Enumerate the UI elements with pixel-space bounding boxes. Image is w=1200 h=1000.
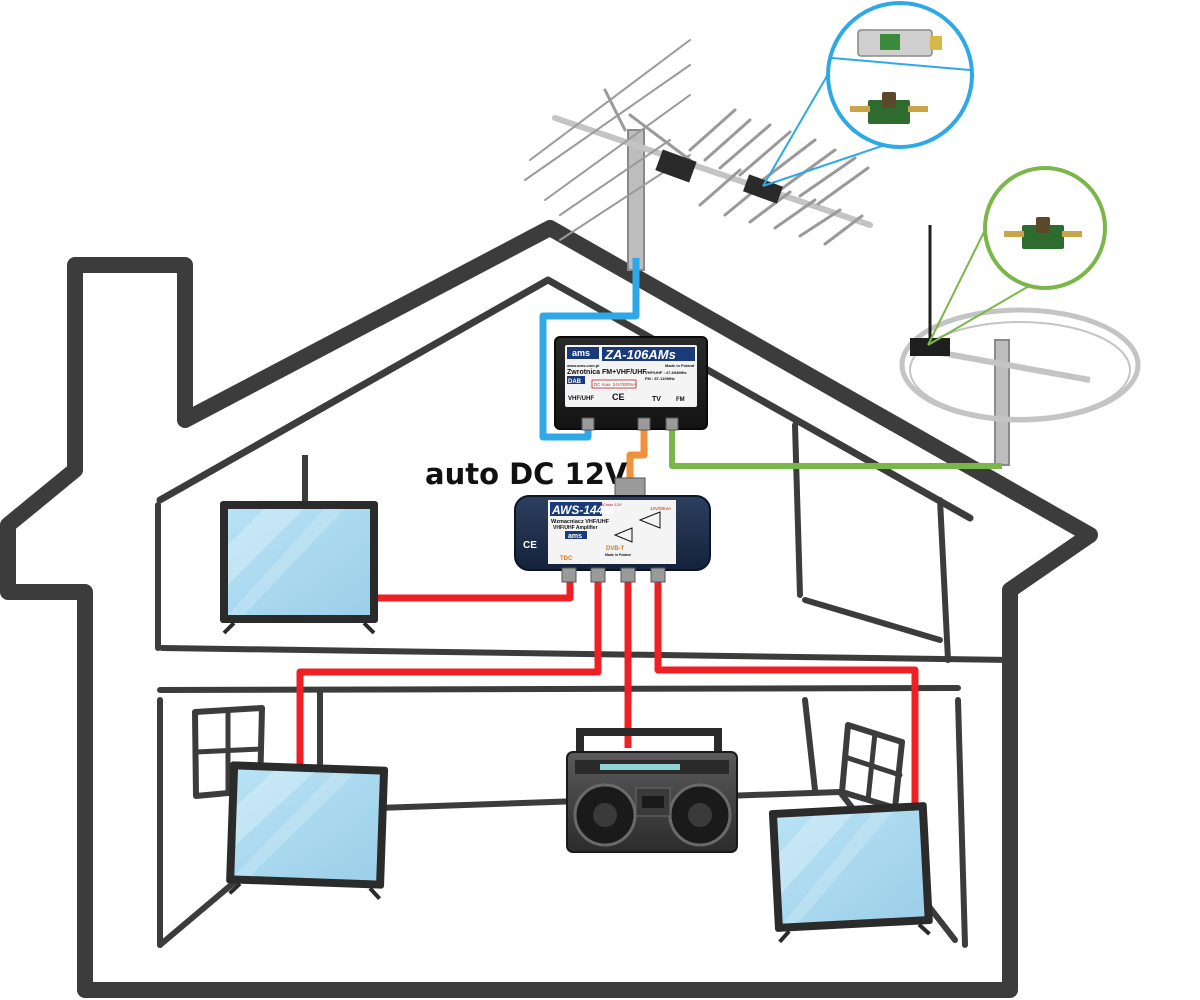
splitter-dab: DAB: [568, 379, 582, 385]
window-right: [839, 722, 905, 811]
cable-fm: [669, 425, 1002, 469]
splitter-description: Zwrotnica FM+VHF/UHF: [567, 369, 647, 376]
splitter-dc-note: DC max. 24V/300mA: [594, 382, 636, 387]
amplifier-line1: Wzmacniacz VHF/UHF: [551, 519, 610, 525]
splitter-za106ams: ams ZA-106AMs www.ams.com.pl Made in Pol…: [554, 336, 708, 431]
cable-to-tv-left: [296, 580, 602, 768]
splitter-origin: Made in Poland: [665, 363, 695, 368]
splitter-port-tv: TV: [652, 396, 661, 403]
tv-icon: [218, 455, 380, 635]
amplifier-dvb: DVB-T: [606, 546, 625, 552]
yagi-balun-callout: [762, 1, 974, 187]
amplifier-line2: VHF/UHF Amplifier: [553, 525, 598, 531]
power-label: auto DC 12V: [425, 457, 628, 491]
splitter-port-vhf: VHF/UHF: [568, 396, 594, 402]
amplifier-model: AWS-144M: [551, 503, 614, 517]
cable-to-tv-right: [654, 580, 919, 808]
amplifier-power-note: 12V/50mA: [650, 506, 671, 511]
splitter-brand: ams: [572, 348, 590, 358]
tv-icon: [226, 761, 389, 898]
splitter-url: www.ams.com.pl: [566, 363, 599, 368]
splitter-model: ZA-106AMs: [604, 347, 676, 362]
cable-tv-to-amplifier: [626, 425, 648, 490]
tv-icon: [769, 802, 934, 942]
cable-to-tv-attic: [372, 580, 574, 602]
splitter-port-fm: FM: [676, 397, 685, 403]
amplifier-origin: Made in Poland: [605, 553, 631, 557]
boombox-radio-icon: [566, 728, 738, 853]
cables: [296, 258, 1002, 808]
splitter-ce: CE: [612, 392, 625, 402]
amplifier-tdc: TDC: [560, 556, 573, 562]
fm-balun-callout: [927, 166, 1107, 346]
cable-vhf-uhf: [539, 258, 640, 441]
amplifier-dc-note: DCmax 12V: [600, 502, 622, 507]
yagi-antenna-icon: [524, 39, 873, 271]
splitter-spec-fm: FM : 87-110MHz: [645, 376, 675, 381]
balun-housing-icon: [857, 29, 942, 57]
amplifier-brand: ams: [568, 533, 582, 540]
fm-ring-antenna-icon: [899, 225, 1141, 466]
amplifier-ce: CE: [523, 540, 537, 551]
splitter-spec-vhf: VHF/UHF : 47-694MHz: [645, 370, 687, 375]
amplifier-aws144m: AWS-144M Wzmacniacz VHF/UHF VHF/UHF Ampl…: [514, 477, 711, 583]
